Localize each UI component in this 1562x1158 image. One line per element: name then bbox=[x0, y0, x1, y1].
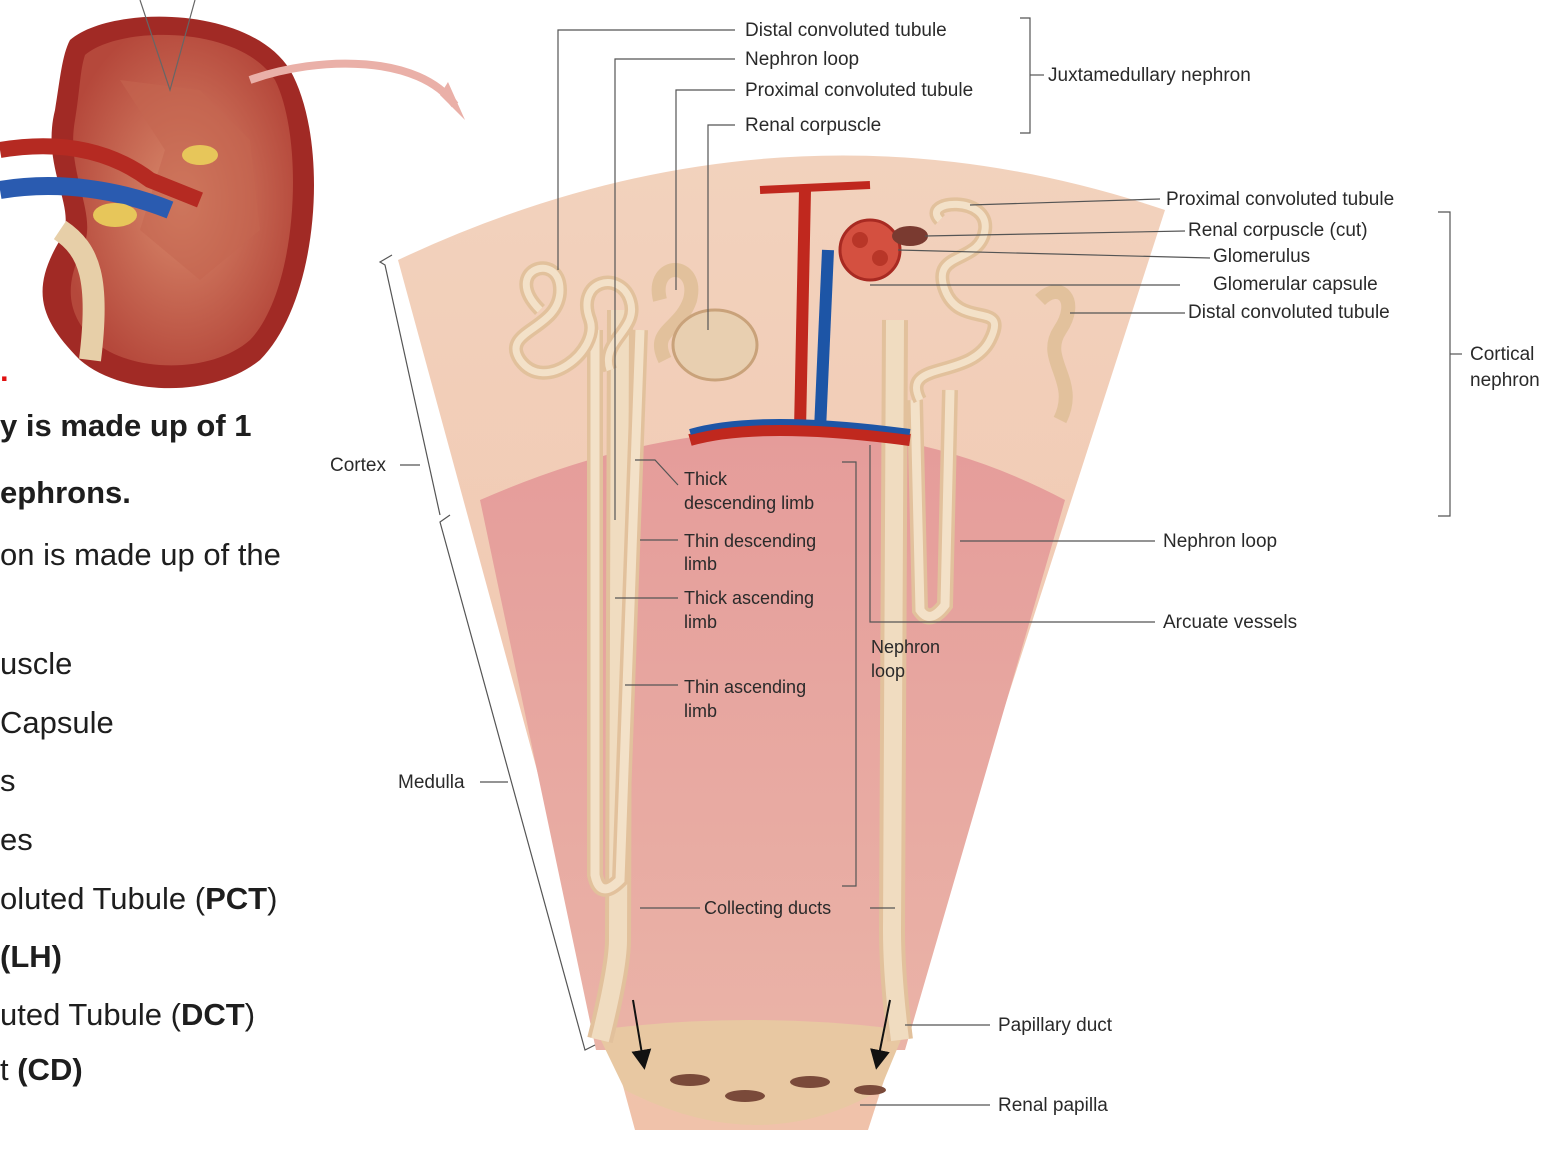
label-nephron: nephron bbox=[1470, 370, 1540, 391]
list-item-bold: PCT bbox=[205, 881, 267, 916]
list-item-text: t bbox=[0, 1052, 17, 1087]
list-item-bold: DCT bbox=[181, 997, 245, 1032]
list-item-tail: ) bbox=[245, 997, 255, 1032]
list-item: oluted Tubule (PCT) bbox=[0, 883, 277, 914]
label-thin-ascending-2: limb bbox=[684, 701, 717, 721]
label-glomerular-capsule: Glomerular capsule bbox=[1213, 274, 1378, 295]
bracket-juxtamedullary bbox=[1020, 18, 1030, 133]
label-thin-ascending-1: Thin ascending bbox=[684, 677, 806, 697]
glomerular-capsule bbox=[892, 226, 928, 246]
side-text-line2: ephrons. bbox=[0, 477, 131, 508]
label-thin-descending-1: Thin descending bbox=[684, 531, 816, 551]
label-juxtamedullary-nephron: Juxtamedullary nephron bbox=[1048, 65, 1251, 86]
list-item-text: es bbox=[0, 822, 33, 857]
label-cortex: Cortex bbox=[330, 455, 386, 476]
label-thick-descending-2: descending limb bbox=[684, 493, 814, 513]
list-item: uscle bbox=[0, 648, 72, 679]
list-item-text: s bbox=[0, 763, 16, 798]
list-item: s bbox=[0, 765, 16, 796]
label-arcuate-vessels: Arcuate vessels bbox=[1163, 612, 1297, 633]
papillary-opening bbox=[790, 1076, 830, 1088]
glomerulus-detail bbox=[852, 232, 868, 248]
label-proximal-convoluted-top: Proximal convoluted tubule bbox=[745, 80, 973, 101]
list-item-tail: ) bbox=[267, 881, 277, 916]
label-distal-convoluted-top: Distal convoluted tubule bbox=[745, 20, 947, 41]
list-item-text: Capsule bbox=[0, 705, 114, 740]
renal-corpuscle-left bbox=[673, 310, 757, 380]
list-item-bold: (LH) bbox=[0, 939, 62, 974]
papillary-opening bbox=[670, 1074, 710, 1086]
label-thick-descending-1: Thick bbox=[684, 469, 728, 489]
label-nephron-loop-center-2: loop bbox=[871, 661, 905, 681]
list-item-text: oluted Tubule ( bbox=[0, 881, 205, 916]
medulla-region bbox=[480, 430, 1065, 1050]
glomerulus bbox=[840, 220, 900, 280]
bracket-cortical-nephron bbox=[1438, 212, 1450, 516]
label-thick-ascending-2: limb bbox=[684, 612, 717, 632]
list-item: Capsule bbox=[0, 707, 114, 738]
list-item: es bbox=[0, 824, 33, 855]
list-item-text: uted Tubule ( bbox=[0, 997, 181, 1032]
list-item: t (CD) bbox=[0, 1054, 83, 1085]
label-medulla: Medulla bbox=[398, 772, 465, 793]
list-item: uted Tubule (DCT) bbox=[0, 999, 255, 1030]
artery-branch bbox=[760, 185, 870, 190]
papillary-opening bbox=[854, 1085, 886, 1095]
label-glomerulus: Glomerulus bbox=[1213, 246, 1310, 267]
label-distal-convoluted-right: Distal convoluted tubule bbox=[1188, 302, 1390, 323]
label-renal-corpuscle-cut: Renal corpuscle (cut) bbox=[1188, 220, 1368, 241]
label-nephron-loop-top: Nephron loop bbox=[745, 49, 859, 70]
label-renal-corpuscle-top: Renal corpuscle bbox=[745, 115, 881, 136]
label-proximal-convoluted-right: Proximal convoluted tubule bbox=[1166, 189, 1394, 210]
papillary-opening bbox=[725, 1090, 765, 1102]
label-cortical: Cortical bbox=[1470, 344, 1534, 365]
interlobular-vein bbox=[820, 250, 828, 430]
list-item-text: uscle bbox=[0, 646, 72, 681]
kidney-illustration bbox=[0, 0, 314, 388]
glomerulus-detail bbox=[872, 250, 888, 266]
red-bullet-dot: . bbox=[0, 355, 9, 386]
label-thick-ascending-1: Thick ascending bbox=[684, 588, 814, 608]
side-text-line1: y is made up of 1 bbox=[0, 410, 252, 441]
side-text-line3: on is made up of the bbox=[0, 539, 281, 570]
label-collecting-ducts: Collecting ducts bbox=[704, 898, 831, 918]
label-papillary-duct: Papillary duct bbox=[998, 1015, 1113, 1036]
list-item-bold: (CD) bbox=[17, 1052, 82, 1087]
label-thin-descending-2: limb bbox=[684, 554, 717, 574]
label-nephron-loop-center-1: Nephron bbox=[871, 637, 940, 657]
interlobular-artery bbox=[800, 190, 805, 430]
label-nephron-loop-right: Nephron loop bbox=[1163, 531, 1277, 552]
label-renal-papilla: Renal papilla bbox=[998, 1095, 1108, 1116]
list-item: (LH) bbox=[0, 941, 62, 972]
